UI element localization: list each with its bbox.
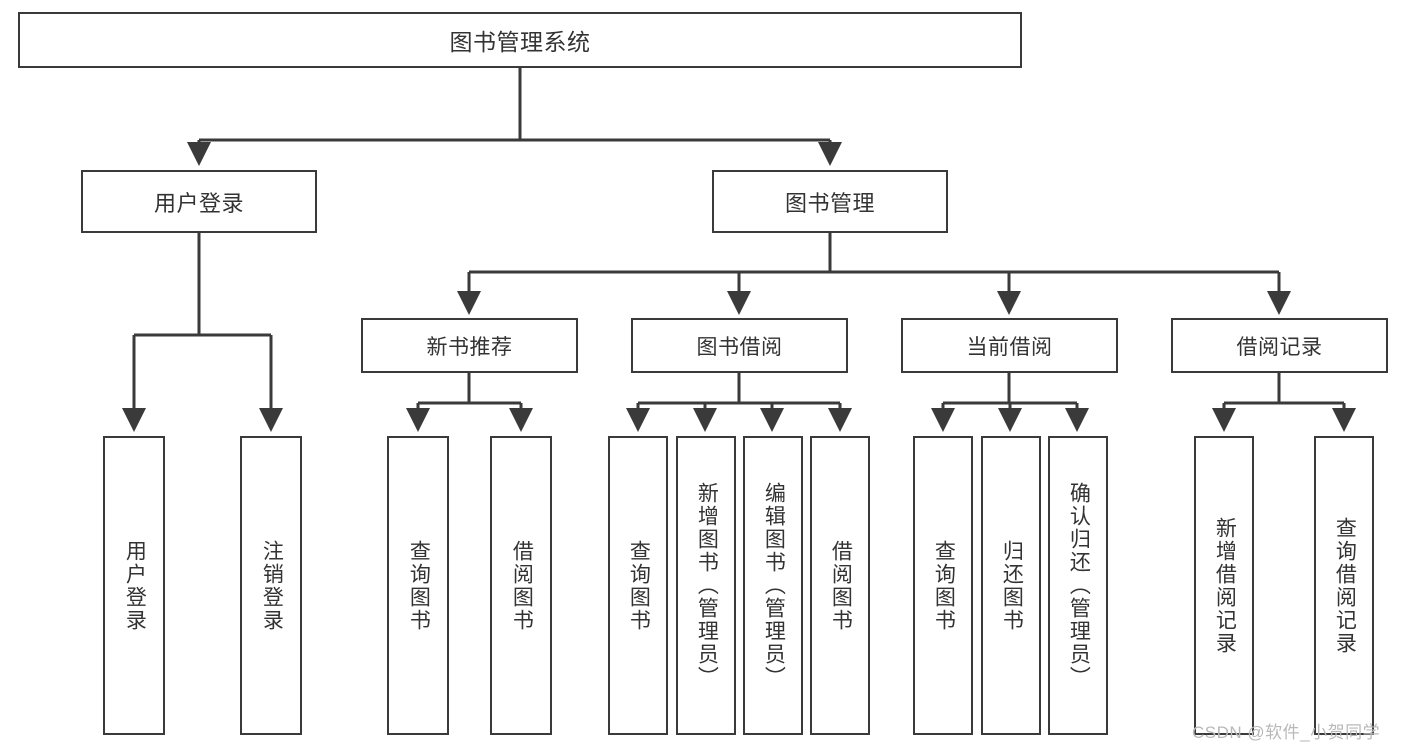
node-new-book-recommendation[interactable]: 新书推荐 <box>361 318 578 373</box>
leaf-user-login-login[interactable]: 用户登录 <box>103 436 165 735</box>
node-label: 当前借阅 <box>966 335 1053 359</box>
leaf-borrow-record-query-record[interactable]: 查询借阅记录 <box>1314 436 1374 735</box>
leaf-current-borrow-return-books[interactable]: 归还图书 <box>981 436 1041 735</box>
node-label: 新增图书（管理员） <box>695 482 719 689</box>
leaf-new-book-borrow-books[interactable]: 借阅图书 <box>490 436 552 735</box>
leaf-new-book-query-books[interactable]: 查询图书 <box>387 436 449 735</box>
leaf-borrow-record-add-record[interactable]: 新增借阅记录 <box>1194 436 1254 735</box>
node-label: 用户登录 <box>123 539 147 632</box>
node-label: 图书借阅 <box>696 335 783 359</box>
node-label: 编辑图书（管理员） <box>762 482 786 689</box>
node-label: 新书推荐 <box>426 335 513 359</box>
watermark: CSDN @软件_小贺同学 <box>1192 723 1381 742</box>
node-label: 归还图书 <box>1000 539 1024 632</box>
node-label: 借阅图书 <box>829 539 853 632</box>
node-label: 新增借阅记录 <box>1213 516 1237 655</box>
node-label: 借阅图书 <box>510 539 534 632</box>
node-user-login[interactable]: 用户登录 <box>81 170 317 233</box>
node-book-management[interactable]: 图书管理 <box>712 170 948 233</box>
leaf-user-login-logout[interactable]: 注销登录 <box>240 436 302 735</box>
leaf-current-borrow-confirm-return-admin[interactable]: 确认归还（管理员） <box>1048 436 1108 735</box>
node-label: 查询图书 <box>407 539 431 632</box>
node-label: 借阅记录 <box>1236 335 1323 359</box>
leaf-book-borrow-borrow-books[interactable]: 借阅图书 <box>810 436 870 735</box>
node-label: 查询借阅记录 <box>1333 516 1357 655</box>
node-current-borrowing[interactable]: 当前借阅 <box>901 318 1118 373</box>
node-label: 图书管理 <box>784 190 875 216</box>
node-label: 查询图书 <box>932 539 956 632</box>
node-borrowing-record[interactable]: 借阅记录 <box>1171 318 1388 373</box>
node-label: 确认归还（管理员） <box>1067 482 1091 689</box>
node-label: 用户登录 <box>153 190 244 216</box>
leaf-book-borrow-add-book-admin[interactable]: 新增图书（管理员） <box>676 436 736 735</box>
node-book-borrowing[interactable]: 图书借阅 <box>631 318 848 373</box>
node-root-book-management-system[interactable]: 图书管理系统 <box>18 12 1022 68</box>
leaf-book-borrow-edit-book-admin[interactable]: 编辑图书（管理员） <box>743 436 803 735</box>
leaf-book-borrow-query-books[interactable]: 查询图书 <box>608 436 668 735</box>
leaf-current-borrow-query-books[interactable]: 查询图书 <box>913 436 973 735</box>
node-label: 查询图书 <box>627 539 651 632</box>
node-label: 图书管理系统 <box>449 29 591 55</box>
node-label: 注销登录 <box>260 539 284 632</box>
